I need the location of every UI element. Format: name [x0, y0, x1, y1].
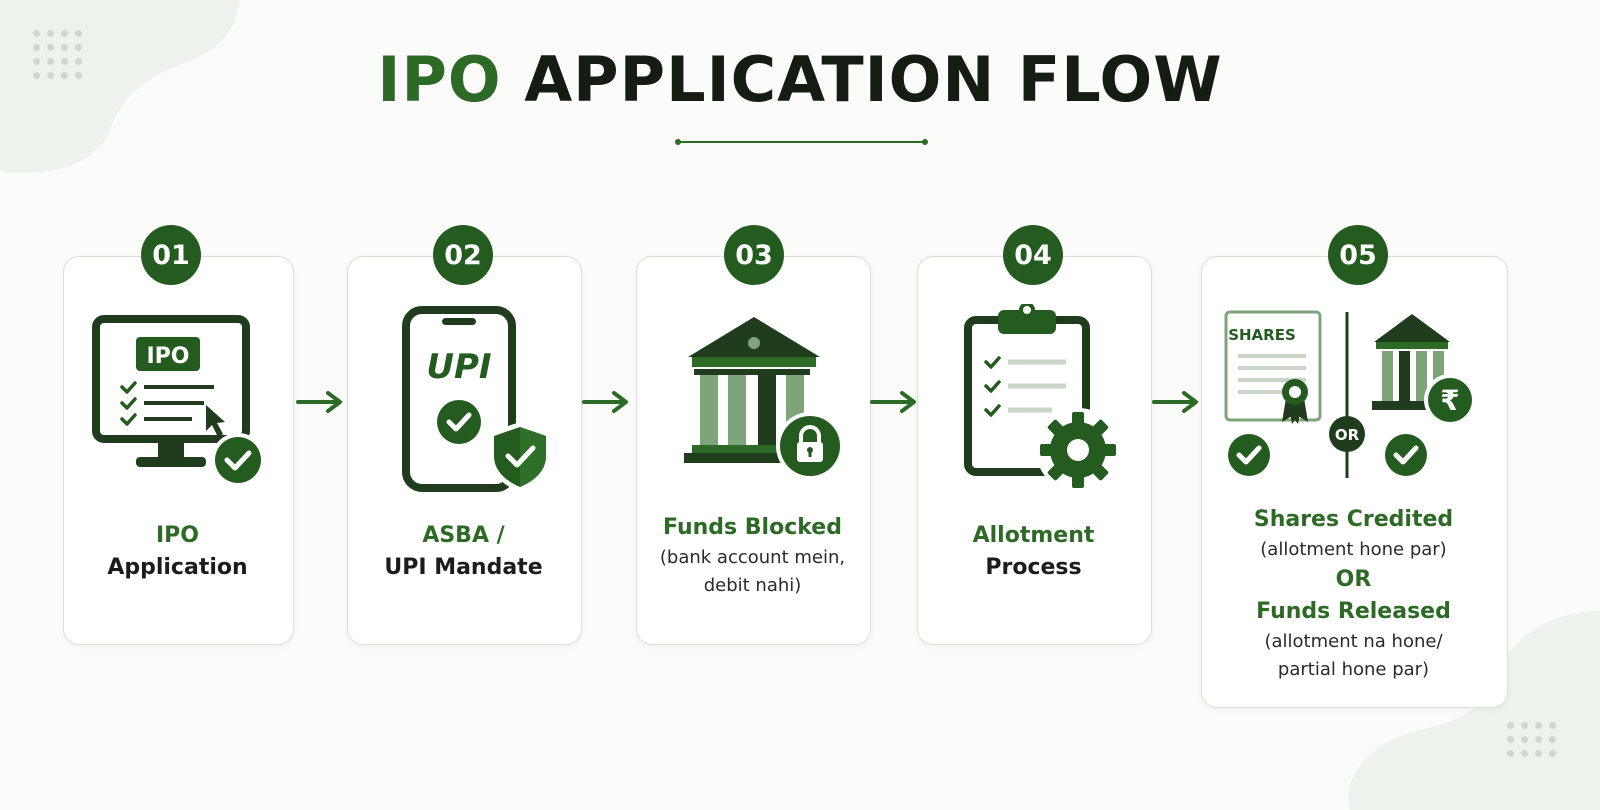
step-number-badge: 04 — [1003, 225, 1063, 285]
step-label-3: Funds Blocked (bank account mein, debit … — [636, 512, 869, 600]
step-title: Funds Blocked — [663, 515, 842, 540]
corner-decoration-bottom-right — [1348, 610, 1600, 810]
step-note: debit nahi) — [703, 575, 802, 596]
title-underline — [675, 139, 928, 145]
step-number-badge: 01 — [141, 225, 201, 285]
title-rest: APPLICATION FLOW — [524, 43, 1223, 116]
arrow-right-icon — [296, 391, 342, 413]
step-subtitle: Process — [985, 555, 1082, 580]
phone-upi-shield-icon: UPI — [402, 306, 550, 492]
bank-lock-icon — [684, 317, 844, 480]
upi-screen-label: UPI — [426, 347, 491, 387]
ipo-screen-label: IPO — [146, 344, 189, 369]
step-title: Allotment — [972, 523, 1095, 548]
step-note: (allotment hone par) — [1260, 539, 1447, 560]
step-subtitle: Application — [107, 555, 248, 580]
title-accent: IPO — [377, 43, 502, 116]
arrow-right-icon — [870, 391, 916, 413]
or-label: OR — [1335, 567, 1372, 592]
arrow-right-icon — [1152, 391, 1198, 413]
step-subtitle: UPI Mandate — [384, 555, 543, 580]
corner-decoration-top-left — [0, 0, 240, 173]
step-title: ASBA / — [422, 523, 505, 548]
step-title-alt: Funds Released — [1256, 599, 1451, 624]
step-number-badge: 05 — [1328, 225, 1388, 285]
certificate-label: SHARES — [1228, 326, 1296, 344]
step-note: (allotment na hone/ — [1264, 631, 1443, 652]
certificate-or-bank-icon: SHARES OR ₹ — [1224, 310, 1476, 478]
clipboard-gear-icon — [964, 304, 1120, 492]
step-label-4: Allotment Process — [917, 520, 1150, 584]
arrow-right-icon — [582, 391, 628, 413]
step-label-2: ASBA / UPI Mandate — [347, 520, 580, 584]
step-title: IPO — [155, 523, 199, 548]
monitor-checklist-icon: IPO — [92, 315, 265, 487]
step-number-badge: 03 — [724, 225, 784, 285]
step-note: partial hone par) — [1277, 659, 1430, 680]
or-divider-label: OR — [1335, 426, 1360, 444]
dot-grid-decoration — [33, 30, 82, 79]
step-title: Shares Credited — [1253, 507, 1454, 532]
step-label-1: IPO Application — [63, 520, 292, 584]
step-label-5: Shares Credited (allotment hone par) OR … — [1201, 504, 1506, 684]
dot-grid-decoration — [1507, 722, 1556, 757]
page-title: IPO APPLICATION FLOW — [0, 40, 1600, 120]
step-number-badge: 02 — [433, 225, 493, 285]
rupee-icon: ₹ — [1440, 384, 1459, 417]
step-note: (bank account mein, — [659, 547, 846, 568]
